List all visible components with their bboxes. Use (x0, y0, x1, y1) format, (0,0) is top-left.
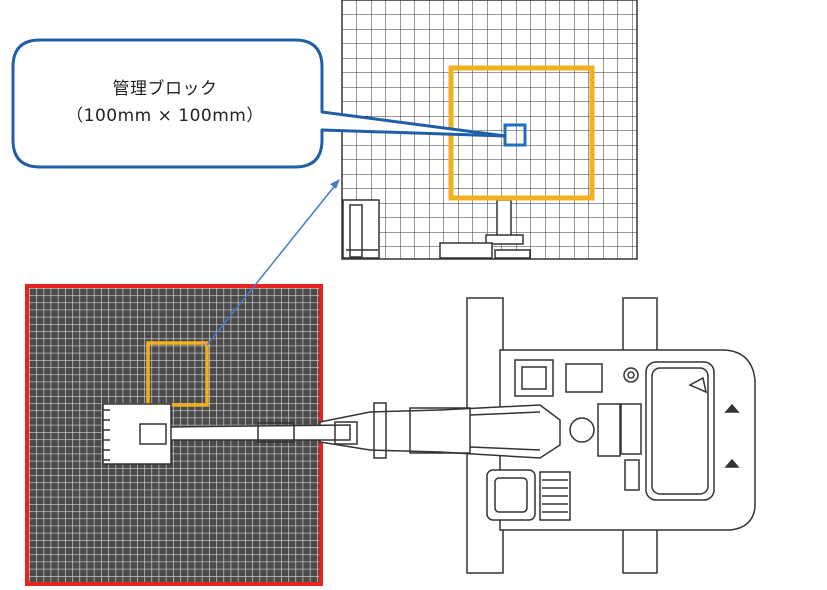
bucket (102, 403, 172, 465)
excavator-topview-icon (102, 297, 756, 574)
detail-bucket-outline (342, 199, 531, 259)
engine-block (514, 359, 554, 397)
leader-arrow (206, 179, 340, 346)
operator-station (486, 469, 536, 521)
boom (319, 404, 561, 459)
focus-square-small (146, 341, 209, 407)
callout-bubble (11, 38, 507, 169)
callout-size: （100mm × 100mm） (66, 106, 264, 126)
callout-title: 管理ブロック (112, 79, 218, 99)
cab (645, 361, 715, 501)
